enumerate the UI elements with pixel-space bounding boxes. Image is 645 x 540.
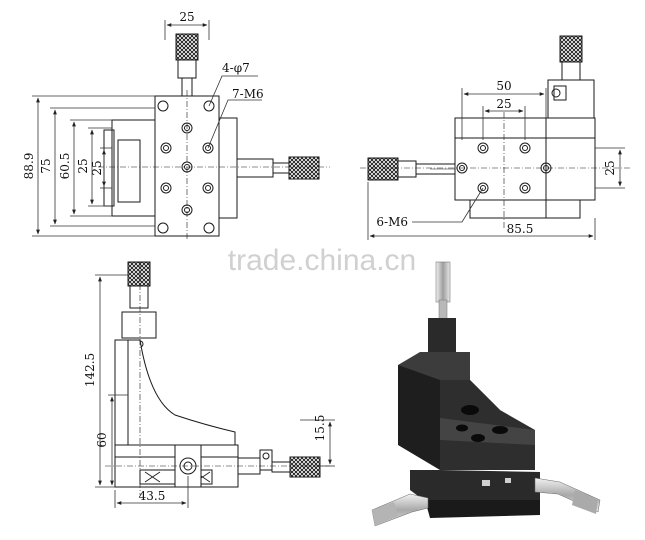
dim-height-total: 88.9 [22, 153, 36, 180]
side-view [360, 35, 630, 228]
dim-bottom-43: 43.5 [139, 489, 166, 503]
watermark: trade.china.cn [228, 244, 416, 277]
dim-inner-25a: 25 [76, 158, 90, 173]
front-view-column [114, 339, 236, 446]
dim-inner-25b: 25 [90, 160, 104, 175]
dim-height-60-front: 60 [95, 432, 109, 447]
dim-height-142: 142.5 [83, 353, 97, 387]
photo-block-left-face [398, 365, 440, 470]
side-view-dimensions [367, 88, 625, 240]
right-micrometer-thimble [288, 156, 320, 180]
front-view [105, 261, 330, 495]
dim-bottom-85: 85.5 [507, 222, 534, 236]
front-view-dimensions [95, 274, 335, 508]
dim-right-15: 15.5 [313, 415, 327, 442]
dim-taps-label-side: 6-M6 [376, 215, 408, 229]
dim-width-25: 25 [496, 97, 511, 111]
dim-height-75: 75 [39, 158, 53, 173]
side-micrometer-thimble [559, 35, 583, 63]
top-view [98, 33, 330, 240]
front-right-micrometer-thimble [289, 456, 321, 478]
top-micrometer-sleeve [177, 59, 197, 79]
top-view-dimensions [32, 20, 262, 237]
product-photo [371, 261, 601, 527]
dim-height-60: 60.5 [58, 153, 72, 180]
front-micrometer-thimble [127, 261, 151, 287]
dim-right-25: 25 [603, 160, 617, 175]
dim-width-50: 50 [496, 79, 511, 93]
dim-holes-label: 4-φ7 [222, 61, 250, 75]
top-micrometer-thimble [175, 33, 199, 61]
dim-top-width: 25 [179, 10, 194, 24]
left-micrometer-thimble [367, 157, 399, 181]
dim-taps-label-top: 7-M6 [232, 87, 264, 101]
